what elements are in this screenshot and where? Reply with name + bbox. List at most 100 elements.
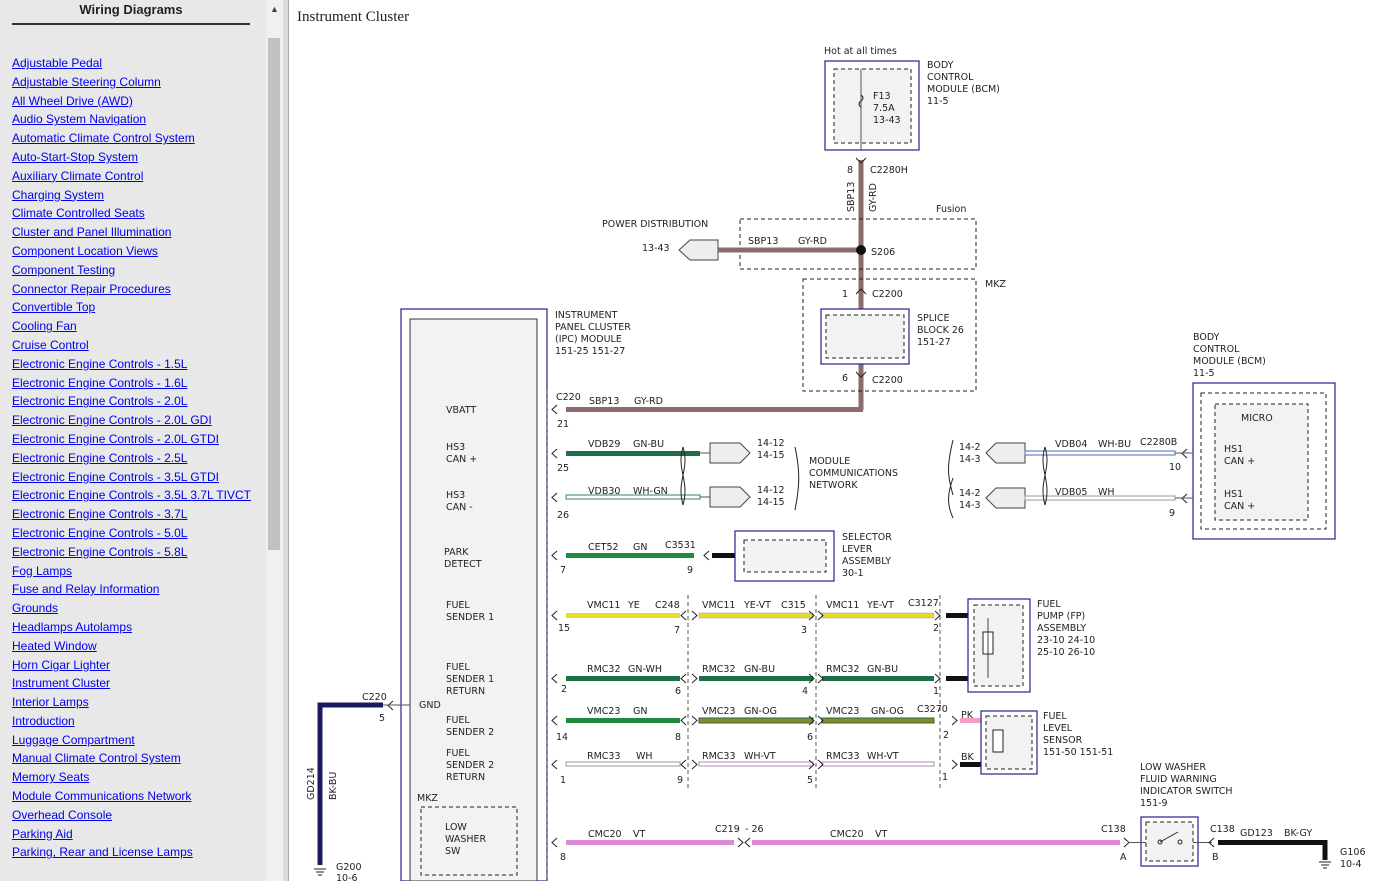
nav-link[interactable]: Charging System: [12, 187, 105, 202]
nav-item[interactable]: Electronic Engine Controls - 2.0L: [12, 395, 264, 408]
nav-link[interactable]: Auto-Start-Stop System: [12, 149, 139, 164]
label-gnog-b: GN-OG: [744, 706, 777, 717]
nav-link[interactable]: Headlamps Autolamps: [12, 619, 133, 634]
nav-item[interactable]: Charging System: [12, 187, 264, 202]
nav-link[interactable]: Electronic Engine Controls - 2.0L GTDI: [12, 431, 219, 446]
nav-item[interactable]: Electronic Engine Controls - 2.0L GDI: [12, 414, 264, 427]
nav-link[interactable]: Electronic Engine Controls - 3.5L 3.7L T…: [12, 488, 252, 503]
nav-item[interactable]: Convertible Top: [12, 301, 264, 314]
nav-item[interactable]: Connector Repair Procedures: [12, 281, 264, 296]
nav-item[interactable]: Electronic Engine Controls - 1.6L: [12, 375, 264, 390]
nav-link[interactable]: Cruise Control: [12, 337, 89, 352]
nav-item[interactable]: Introduction: [12, 713, 264, 728]
nav-link[interactable]: Introduction: [12, 713, 75, 728]
nav-link[interactable]: Convertible Top: [12, 300, 96, 315]
nav-link[interactable]: Electronic Engine Controls - 5.8L: [12, 544, 188, 559]
nav-link[interactable]: Module Communications Network: [12, 789, 192, 804]
nav-item[interactable]: Manual Climate Control System: [12, 752, 264, 765]
label-selector-1: SELECTOR: [842, 532, 892, 543]
nav-item[interactable]: Electronic Engine Controls - 2.5L: [12, 450, 264, 465]
nav-link[interactable]: Component Location Views: [12, 243, 158, 258]
nav-link[interactable]: All Wheel Drive (AWD): [12, 93, 133, 108]
nav-link[interactable]: Fog Lamps: [12, 563, 73, 578]
nav-link[interactable]: Electronic Engine Controls - 3.5L GTDI: [12, 469, 219, 484]
nav-link[interactable]: Connector Repair Procedures: [12, 281, 171, 296]
nav-item[interactable]: Auto-Start-Stop System: [12, 149, 264, 164]
scroll-thumb[interactable]: [268, 38, 280, 550]
nav-link[interactable]: Electronic Engine Controls - 2.0L: [12, 394, 188, 409]
nav-item[interactable]: Parking Aid: [12, 826, 264, 841]
label-ref143-b: 14-3: [959, 500, 981, 511]
nav-link[interactable]: Electronic Engine Controls - 5.0L: [12, 525, 188, 540]
nav-item[interactable]: Heated Window: [12, 638, 264, 653]
pane-divider[interactable]: [283, 0, 289, 881]
nav-item[interactable]: Adjustable Pedal: [12, 57, 264, 70]
nav-item[interactable]: Electronic Engine Controls - 3.5L 3.7L T…: [12, 489, 264, 502]
nav-item[interactable]: Interior Lamps: [12, 696, 264, 709]
nav-link[interactable]: Electronic Engine Controls - 3.7L: [12, 507, 188, 522]
nav-item[interactable]: Audio System Navigation: [12, 113, 264, 126]
nav-link[interactable]: Manual Climate Control System: [12, 751, 181, 766]
nav-link[interactable]: Adjustable Steering Column: [12, 74, 161, 89]
nav-link[interactable]: Electronic Engine Controls - 1.5L: [12, 356, 188, 371]
nav-item[interactable]: Auxiliary Climate Control: [12, 168, 264, 183]
nav-item[interactable]: Cooling Fan: [12, 320, 264, 333]
nav-link[interactable]: Heated Window: [12, 638, 97, 653]
nav-item[interactable]: Component Testing: [12, 262, 264, 277]
nav-item[interactable]: Electronic Engine Controls - 3.7L: [12, 508, 264, 521]
sidebar-scrollbar[interactable]: ▲: [266, 0, 283, 881]
nav-item[interactable]: Fog Lamps: [12, 563, 264, 578]
nav-item[interactable]: Climate Controlled Seats: [12, 207, 264, 220]
nav-link[interactable]: Instrument Cluster: [12, 676, 111, 691]
nav-link[interactable]: Luggage Compartment: [12, 732, 135, 747]
nav-link[interactable]: Parking Aid: [12, 826, 73, 841]
nav-link[interactable]: Electronic Engine Controls - 2.0L GDI: [12, 413, 212, 428]
nav-item[interactable]: Headlamps Autolamps: [12, 619, 264, 634]
label-pin1-fs2r-b: 1: [942, 772, 948, 783]
nav-item[interactable]: Electronic Engine Controls - 3.5L GTDI: [12, 469, 264, 484]
label-hs1m-1: HS1: [1224, 489, 1243, 500]
nav-link[interactable]: Cluster and Panel Illumination: [12, 225, 172, 240]
nav-item[interactable]: Electronic Engine Controls - 5.8L: [12, 544, 264, 559]
scroll-up-icon[interactable]: ▲: [270, 4, 279, 14]
nav-item[interactable]: Adjustable Steering Column: [12, 74, 264, 89]
nav-item[interactable]: Cluster and Panel Illumination: [12, 226, 264, 239]
nav-item[interactable]: All Wheel Drive (AWD): [12, 93, 264, 108]
label-whbu: WH-BU: [1098, 439, 1131, 450]
nav-link[interactable]: Adjustable Pedal: [12, 56, 103, 70]
nav-item[interactable]: Automatic Climate Control System: [12, 132, 264, 145]
label-vdb29: VDB29: [588, 439, 620, 450]
nav-item[interactable]: Horn Cigar Lighter: [12, 657, 264, 672]
label-vt-b: VT: [875, 829, 887, 840]
nav-link[interactable]: Cooling Fan: [12, 319, 77, 334]
nav-link[interactable]: Overhead Console: [12, 807, 113, 822]
nav-item[interactable]: Grounds: [12, 602, 264, 615]
nav-link[interactable]: Memory Seats: [12, 770, 90, 785]
nav-item[interactable]: Electronic Engine Controls - 1.5L: [12, 356, 264, 371]
nav-item[interactable]: Instrument Cluster: [12, 677, 264, 690]
nav-link[interactable]: Climate Controlled Seats: [12, 206, 145, 221]
nav-item[interactable]: Electronic Engine Controls - 2.0L GTDI: [12, 431, 264, 446]
nav-item[interactable]: Component Location Views: [12, 243, 264, 258]
nav-link[interactable]: Automatic Climate Control System: [12, 131, 195, 146]
nav-item[interactable]: Luggage Compartment: [12, 732, 264, 747]
nav-link[interactable]: Electronic Engine Controls - 2.5L: [12, 450, 188, 465]
nav-link[interactable]: Auxiliary Climate Control: [12, 168, 144, 183]
nav-link[interactable]: Audio System Navigation: [12, 112, 147, 127]
nav-item[interactable]: Fuse and Relay Information: [12, 583, 264, 596]
nav-item[interactable]: Parking, Rear and License Lamps: [12, 846, 264, 859]
nav-link[interactable]: Grounds: [12, 601, 59, 616]
nav-link[interactable]: Parking, Rear and License Lamps: [12, 845, 193, 860]
nav-link[interactable]: Interior Lamps: [12, 695, 89, 710]
nav-link[interactable]: Electronic Engine Controls - 1.6L: [12, 375, 188, 390]
nav-link[interactable]: Component Testing: [12, 262, 116, 277]
nav-item[interactable]: Memory Seats: [12, 771, 264, 784]
label-rmc33-b: RMC33: [702, 751, 736, 762]
nav-item[interactable]: Module Communications Network: [12, 790, 264, 803]
nav-link[interactable]: Fuse and Relay Information: [12, 582, 160, 597]
label-whvt-c: WH-VT: [867, 751, 899, 762]
nav-link[interactable]: Horn Cigar Lighter: [12, 657, 111, 672]
nav-item[interactable]: Cruise Control: [12, 337, 264, 352]
nav-item[interactable]: Overhead Console: [12, 807, 264, 822]
nav-item[interactable]: Electronic Engine Controls - 5.0L: [12, 525, 264, 540]
